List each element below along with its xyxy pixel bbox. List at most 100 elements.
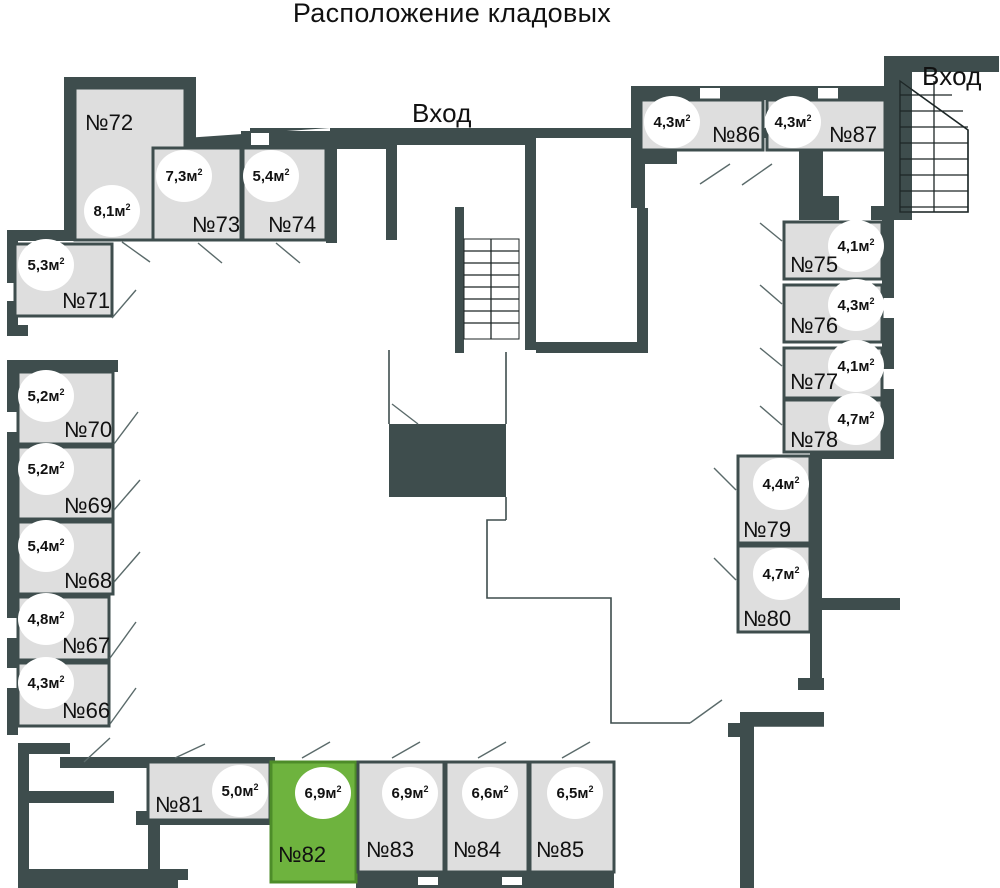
room-area-85: 6,5м2 bbox=[557, 784, 594, 802]
room-unit-sup-77: 2 bbox=[869, 357, 874, 367]
room-unit-77: м bbox=[858, 358, 869, 375]
room-area-66: 4,3м2 bbox=[28, 674, 65, 692]
entrance-label-right: Вход bbox=[922, 61, 982, 91]
room-number-69: №69 bbox=[64, 493, 112, 518]
room-unit-sup-87: 2 bbox=[806, 113, 811, 123]
area-bubble-75 bbox=[828, 220, 884, 272]
room-unit-sup-75: 2 bbox=[869, 237, 874, 247]
room-number-73: №73 bbox=[192, 212, 240, 237]
room-number-82: №82 bbox=[278, 842, 326, 867]
room-number-80: №80 bbox=[743, 606, 791, 631]
area-bubble-73 bbox=[156, 150, 212, 202]
room-83[interactable]: 6,9м2 №83 bbox=[356, 760, 446, 874]
room-number-68: №68 bbox=[64, 568, 112, 593]
room-area-83: 6,9м2 bbox=[392, 784, 429, 802]
room-68[interactable]: 5,4м2 №68 bbox=[16, 520, 115, 596]
room-unit-sup-82: 2 bbox=[336, 784, 341, 794]
room-73[interactable]: 7,3м2 №73 bbox=[151, 146, 243, 242]
room-number-70: №70 bbox=[64, 417, 112, 442]
room-area-68: 5,4м2 bbox=[28, 537, 65, 555]
room-area-71: 5,3м2 bbox=[28, 256, 65, 274]
room-unit-sup-84: 2 bbox=[503, 784, 508, 794]
area-bubble-83 bbox=[382, 767, 438, 819]
room-unit-sup-74: 2 bbox=[284, 167, 289, 177]
room-unit-sup-85: 2 bbox=[588, 784, 593, 794]
room-unit-86: м bbox=[674, 114, 685, 131]
room-unit-78: м bbox=[858, 411, 869, 428]
room-67[interactable]: 4,8м2 №67 bbox=[16, 593, 111, 662]
room-71[interactable]: 5,3м2 №71 bbox=[13, 239, 114, 318]
area-bubble-68 bbox=[18, 520, 74, 572]
room-number-67: №67 bbox=[62, 633, 110, 658]
room-number-77: №77 bbox=[790, 369, 838, 394]
area-bubble-66 bbox=[18, 657, 74, 709]
room-area-82: 6,9м2 bbox=[305, 784, 342, 802]
room-number-86: №86 bbox=[712, 122, 760, 147]
area-bubble-69 bbox=[18, 443, 74, 495]
room-unit-67: м bbox=[48, 611, 59, 628]
room-number-83: №83 bbox=[366, 837, 414, 862]
room-area-77: 4,1м2 bbox=[838, 357, 875, 375]
area-bubble-81 bbox=[212, 765, 268, 817]
area-bubble-86 bbox=[644, 96, 700, 148]
room-unit-sup-73: 2 bbox=[197, 167, 202, 177]
room-80[interactable]: 4,7м2 №80 bbox=[736, 544, 812, 634]
room-unit-sup-78: 2 bbox=[869, 410, 874, 420]
page-title: Расположение кладовых bbox=[293, 0, 611, 28]
room-unit-66: м bbox=[48, 675, 59, 692]
room-area-70: 5,2м2 bbox=[28, 387, 65, 405]
room-number-85: №85 bbox=[536, 837, 584, 862]
entrance-label-center: Вход bbox=[412, 98, 472, 128]
room-85[interactable]: 6,5м2 №85 bbox=[528, 760, 616, 874]
room-82[interactable]: 6,9м2 №82 bbox=[269, 760, 358, 884]
area-bubble-77 bbox=[828, 340, 884, 392]
room-number-81: №81 bbox=[155, 792, 203, 817]
room-area-86: 4,3м2 bbox=[654, 113, 691, 131]
room-unit-sup-71: 2 bbox=[59, 256, 64, 266]
room-unit-sup-76: 2 bbox=[869, 296, 874, 306]
room-69[interactable]: 5,2м2 №69 bbox=[16, 443, 115, 521]
area-bubble-76 bbox=[828, 279, 884, 331]
rooms-layer: 8,1м2№727,3м2№735,4м2№745,3м2№715,2м2№70… bbox=[13, 86, 887, 884]
room-unit-81: м bbox=[242, 783, 253, 800]
area-bubble-82 bbox=[295, 767, 351, 819]
room-area-67: 4,8м2 bbox=[28, 610, 65, 628]
room-70[interactable]: 5,2м2 №70 bbox=[16, 370, 115, 446]
room-area-75: 4,1м2 bbox=[838, 237, 875, 255]
room-number-79: №79 bbox=[743, 517, 791, 542]
room-number-71: №71 bbox=[62, 288, 110, 313]
room-area-78: 4,7м2 bbox=[838, 410, 875, 428]
area-bubble-80 bbox=[753, 548, 809, 600]
leader-lines bbox=[83, 163, 783, 763]
room-unit-69: м bbox=[48, 461, 59, 478]
room-area-74: 5,4м2 bbox=[253, 167, 290, 185]
room-unit-sup-83: 2 bbox=[423, 784, 428, 794]
room-area-69: 5,2м2 bbox=[28, 460, 65, 478]
room-number-75: №75 bbox=[790, 252, 838, 277]
area-bubble-70 bbox=[18, 370, 74, 422]
room-86[interactable]: 4,3м2 №86 bbox=[639, 96, 765, 152]
room-unit-sup-67: 2 bbox=[59, 610, 64, 620]
room-unit-82: м bbox=[325, 785, 336, 802]
room-unit-68: м bbox=[48, 538, 59, 555]
room-unit-sup-72: 2 bbox=[125, 202, 130, 212]
room-number-78: №78 bbox=[790, 427, 838, 452]
room-unit-74: м bbox=[273, 168, 284, 185]
room-unit-sup-68: 2 bbox=[59, 537, 64, 547]
room-area-80: 4,7м2 bbox=[763, 565, 800, 583]
room-unit-sup-86: 2 bbox=[685, 113, 690, 123]
room-unit-79: м bbox=[783, 476, 794, 493]
room-area-73: 7,3м2 bbox=[166, 167, 203, 185]
room-unit-80: м bbox=[783, 566, 794, 583]
